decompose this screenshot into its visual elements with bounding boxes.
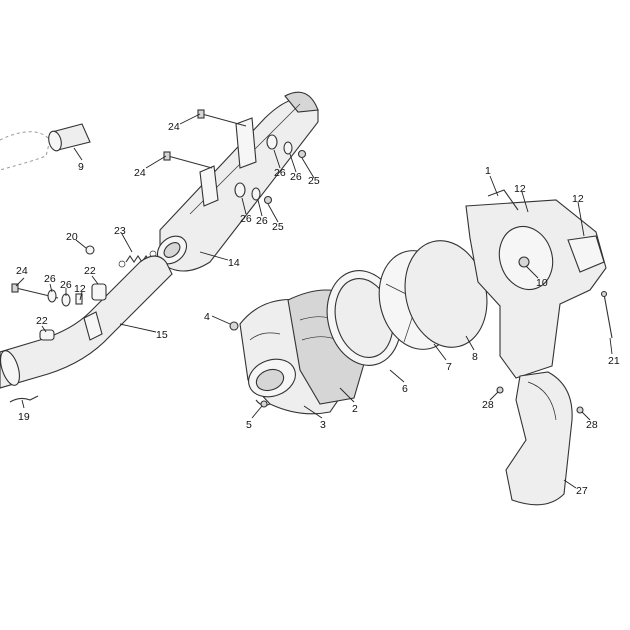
callout-19: 19 <box>18 411 30 423</box>
part-4-screw <box>229 321 239 331</box>
bolt-24-lower <box>11 283 83 307</box>
callout-20: 20 <box>66 231 78 243</box>
washers-muffler <box>234 134 307 205</box>
part-21-rod <box>600 290 613 339</box>
callout-26d: 26 <box>256 215 268 227</box>
callout-2: 2 <box>352 403 358 415</box>
screws-28 <box>496 386 584 414</box>
callout-4: 4 <box>204 311 210 323</box>
callout-24b: 24 <box>134 167 146 179</box>
callout-12b: 12 <box>572 193 584 205</box>
callout-21: 21 <box>608 355 620 367</box>
callout-6: 6 <box>402 383 408 395</box>
callout-3: 3 <box>320 419 326 431</box>
callout-23: 23 <box>114 225 126 237</box>
part-19-hook <box>9 395 39 403</box>
callout-14: 14 <box>228 257 240 269</box>
callout-28b: 28 <box>586 419 598 431</box>
callout-12a: 12 <box>514 183 526 195</box>
callout-26c: 26 <box>240 213 252 225</box>
part-15-exhaust-pipe <box>0 255 173 389</box>
callout-28a: 28 <box>482 399 494 411</box>
callout-26f: 26 <box>60 279 72 291</box>
callout-25b: 25 <box>272 221 284 233</box>
part-5-clamp <box>255 399 271 408</box>
callouts: 1 2 3 4 5 6 7 8 9 10 12 12 12 14 15 19 2… <box>16 121 620 497</box>
callout-8: 8 <box>472 351 478 363</box>
leader-lines <box>15 113 613 489</box>
callout-26b: 26 <box>290 171 302 183</box>
part-20-clip <box>85 245 95 255</box>
bolt-24-upper <box>197 109 247 127</box>
callout-1: 1 <box>485 165 491 177</box>
callout-26e: 26 <box>44 273 56 285</box>
callout-9: 9 <box>78 161 84 173</box>
callout-25a: 25 <box>308 175 320 187</box>
callout-12c: 12 <box>74 283 86 295</box>
callout-10: 10 <box>536 277 548 289</box>
callout-24a: 24 <box>168 121 180 133</box>
phantom-outline <box>0 131 51 171</box>
part-9-pipe <box>48 123 91 152</box>
part-1-fan-housing <box>465 189 607 379</box>
callout-22a: 22 <box>84 265 96 277</box>
callout-22b: 22 <box>36 315 48 327</box>
callout-15: 15 <box>156 329 168 341</box>
part-27-chute <box>505 371 573 506</box>
callout-27: 27 <box>576 485 588 497</box>
part-22-spacers <box>39 283 107 341</box>
callout-5: 5 <box>246 419 252 431</box>
callout-7: 7 <box>446 361 452 373</box>
callout-26a: 26 <box>274 167 286 179</box>
bolt-24-middle <box>163 151 213 169</box>
callout-24c: 24 <box>16 265 28 277</box>
